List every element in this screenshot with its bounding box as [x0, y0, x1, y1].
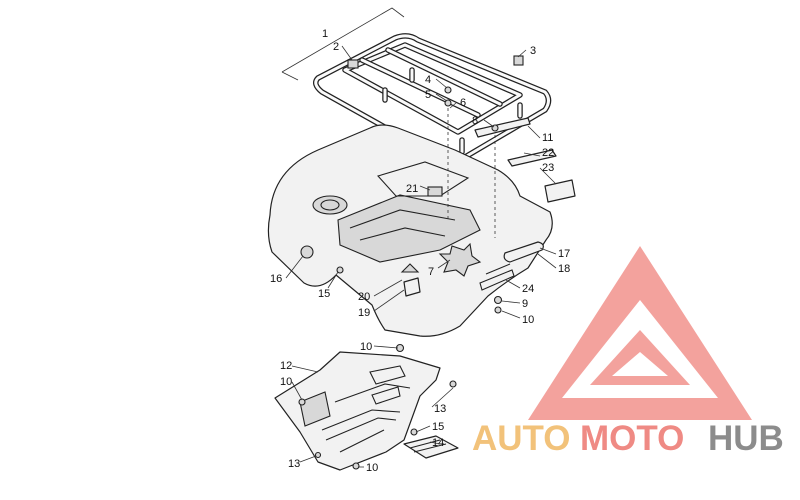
callout-6: 6	[460, 97, 466, 109]
callout-16: 16	[270, 273, 282, 285]
callout-21: 21	[406, 183, 418, 195]
callout-10-lower-fender: 10	[360, 341, 372, 353]
footpeg	[403, 428, 459, 459]
callout-20: 20	[358, 291, 370, 303]
watermark-auto: AUTO	[472, 419, 571, 458]
callout-labels: 1 2 3 4 5 6 8 11 22 23 21 16 15 7 20 19 …	[270, 28, 570, 474]
watermark-moto: MOTO	[580, 419, 684, 458]
callout-4: 4	[425, 74, 431, 86]
callout-8: 8	[472, 115, 478, 127]
callout-12: 12	[280, 360, 292, 372]
callout-11: 11	[542, 132, 553, 144]
callout-9: 9	[522, 298, 528, 310]
watermark-text: AUTO MOTO HUB	[472, 419, 784, 458]
callout-14: 14	[432, 437, 444, 449]
callout-19: 19	[358, 307, 370, 319]
cargo-rack	[281, 7, 552, 166]
callout-22: 22	[542, 147, 554, 159]
callout-18: 18	[558, 263, 570, 275]
callout-24: 24	[522, 283, 534, 295]
callout-13-left: 13	[288, 458, 300, 470]
rear-fender	[267, 86, 576, 353]
callout-10-fender: 10	[522, 314, 534, 326]
callout-23: 23	[542, 162, 554, 174]
watermark-hub: HUB	[708, 419, 784, 458]
callout-10-bottom: 10	[366, 462, 378, 474]
callout-3: 3	[530, 45, 536, 57]
callout-17: 17	[558, 248, 570, 260]
leader-lines	[285, 45, 557, 468]
callout-5: 5	[425, 89, 431, 101]
callout-7: 7	[428, 266, 434, 278]
callout-15-footpeg: 15	[432, 421, 444, 433]
footwell	[274, 351, 457, 471]
watermark-logo	[528, 246, 752, 420]
callout-15: 15	[318, 288, 330, 300]
callout-2: 2	[333, 41, 339, 53]
callout-1: 1	[322, 28, 328, 40]
callout-13-right: 13	[434, 403, 446, 415]
callout-10-footwell: 10	[280, 376, 292, 388]
